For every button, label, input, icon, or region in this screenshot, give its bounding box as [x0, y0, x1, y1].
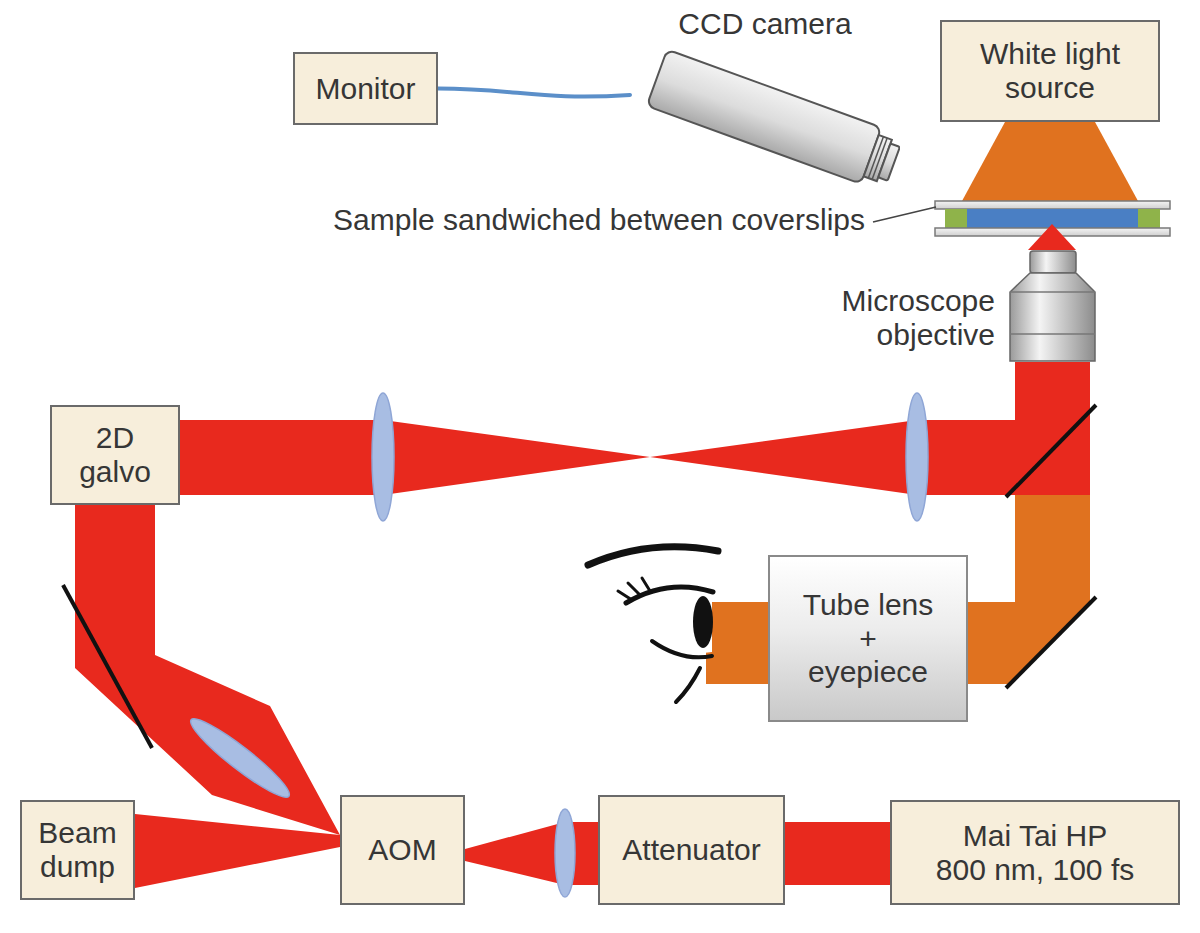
laser-beam — [75, 505, 340, 835]
node-label: Attenuator — [622, 833, 760, 867]
beam-dump-box: Beam dump — [20, 800, 135, 900]
monitor-box: Monitor — [293, 52, 438, 125]
node-label: White light source — [954, 37, 1146, 104]
ccd-camera: CCD camera — [630, 5, 900, 190]
laser-beam — [135, 814, 340, 888]
light-cone — [962, 122, 1138, 201]
eye-icon — [588, 547, 718, 702]
node-label: Tube lens + eyepiece — [799, 588, 937, 689]
node-label: Microscope objective — [800, 284, 995, 351]
node-label: AOM — [368, 833, 436, 867]
microscope-objective: Microscope objective — [800, 248, 1100, 362]
video-cable — [438, 89, 630, 97]
image-light — [706, 602, 770, 684]
laser-beam — [180, 362, 1090, 495]
laser-beam — [465, 822, 598, 885]
mirror — [63, 585, 152, 748]
coverslip-top — [935, 201, 1170, 209]
lens — [372, 393, 394, 521]
node-label: 800 nm, 100 fs — [936, 853, 1134, 887]
node-label: 2D galvo — [64, 421, 166, 488]
lens — [555, 809, 575, 897]
attenuator-box: Attenuator — [598, 795, 785, 905]
node-label: Monitor — [315, 72, 415, 106]
laser-beam — [785, 822, 890, 885]
spacer — [1138, 209, 1160, 228]
annotation-label: Sample sandwiched between coverslips — [333, 203, 865, 237]
focal-spot — [1028, 224, 1076, 250]
light-source-box: White light source — [940, 20, 1160, 122]
aom-box: AOM — [340, 795, 465, 905]
mirror — [1006, 597, 1096, 688]
leader-line — [873, 207, 936, 222]
node-label: Beam dump — [34, 816, 121, 883]
node-label: Mai Tai HP — [963, 819, 1108, 853]
laser-box: Mai Tai HP800 nm, 100 fs — [890, 800, 1180, 905]
tube-lens-box: Tube lens + eyepiece — [768, 555, 968, 722]
lens — [906, 393, 928, 521]
mirror — [1006, 405, 1096, 497]
spacer — [945, 209, 967, 228]
lens — [184, 711, 295, 805]
galvo-box: 2D galvo — [50, 405, 180, 505]
node-label: CCD camera — [630, 7, 900, 41]
